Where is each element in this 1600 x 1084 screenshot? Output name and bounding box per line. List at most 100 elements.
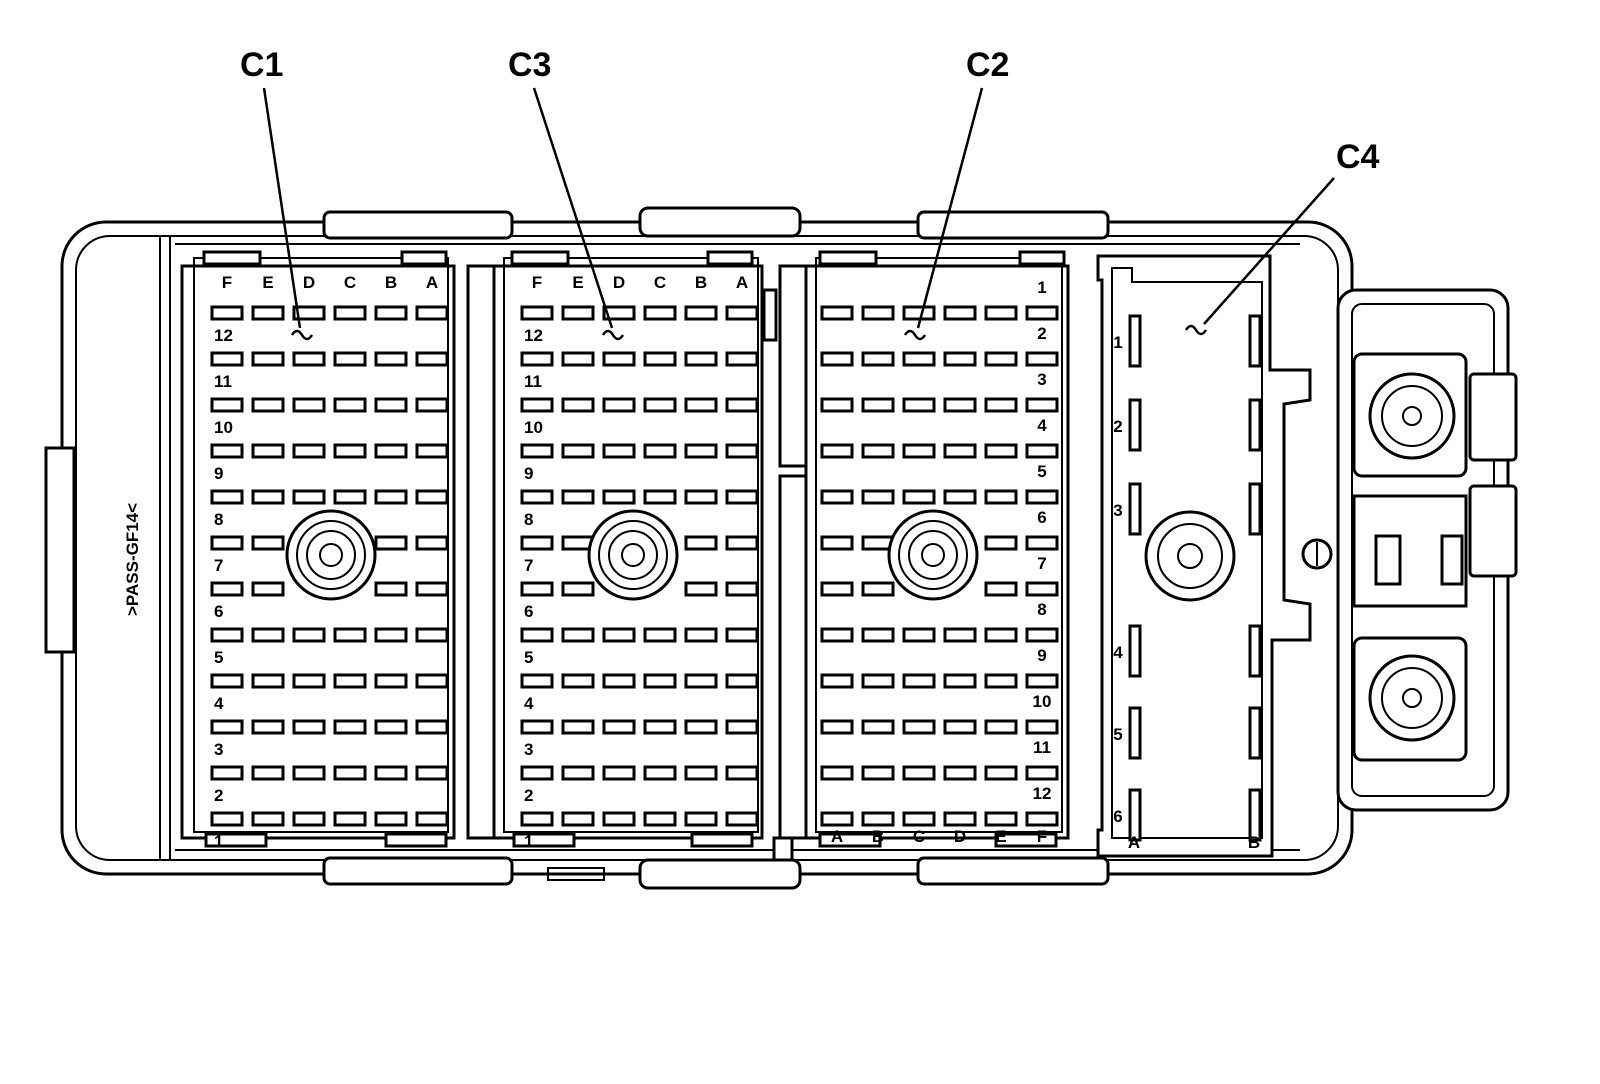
terminal-slot	[943, 397, 977, 413]
terminal-slot	[861, 397, 895, 413]
terminal-slot	[643, 811, 677, 827]
terminal-slot	[251, 535, 285, 551]
terminal-slot	[561, 489, 595, 505]
terminal-slot	[415, 535, 449, 551]
c3-row-label: 10	[524, 418, 543, 437]
terminal-slot	[820, 811, 854, 827]
terminal-slot	[984, 719, 1018, 735]
terminal-slot	[1128, 398, 1142, 452]
c2-center-stud-icon	[887, 509, 979, 601]
c1-row-label: 8	[214, 510, 223, 529]
terminal-slot	[725, 351, 759, 367]
terminal-slot	[602, 351, 636, 367]
terminal-slot	[1128, 788, 1142, 842]
c2-callout-tilde	[903, 329, 927, 341]
terminal-slot	[333, 719, 367, 735]
terminal-slot	[1025, 673, 1059, 689]
c3-col-label: E	[572, 273, 583, 292]
callout-c3: C3	[508, 46, 551, 84]
terminal-slot	[684, 489, 718, 505]
terminal-slot	[725, 535, 759, 551]
c2-row-label: 3	[1037, 370, 1046, 389]
terminal-slot	[292, 397, 326, 413]
terminal-slot	[861, 673, 895, 689]
c3-row-label: 1	[524, 832, 533, 851]
terminal-slot	[520, 627, 554, 643]
terminal-slot	[374, 397, 408, 413]
bottom-tab-3	[916, 856, 1110, 886]
terminal-slot	[520, 719, 554, 735]
terminal-slot	[210, 305, 244, 321]
terminal-slot	[902, 719, 936, 735]
terminal-slot	[251, 719, 285, 735]
terminal-slot	[374, 581, 408, 597]
c2-row-label: 8	[1037, 600, 1046, 619]
terminal-slot	[820, 443, 854, 459]
terminal-slot	[251, 765, 285, 781]
terminal-slot	[333, 443, 367, 459]
terminal-slot	[1248, 624, 1262, 678]
c2-col-label: B	[872, 827, 884, 846]
c3-row-label: 6	[524, 602, 533, 621]
terminal-slot	[251, 489, 285, 505]
upper-stud-icon	[1368, 372, 1456, 460]
terminal-slot	[520, 351, 554, 367]
screw-icon	[1301, 538, 1333, 570]
c1-col-label: F	[222, 273, 232, 292]
terminal-slot	[1025, 535, 1059, 551]
terminal-slot	[684, 581, 718, 597]
terminal-slot	[1248, 788, 1262, 842]
terminal-slot	[415, 443, 449, 459]
terminal-slot	[725, 397, 759, 413]
callouts: C1 C3 C2 C4	[240, 46, 1380, 329]
terminal-slot	[520, 305, 554, 321]
c1-row-label: 2	[214, 786, 223, 805]
terminal-slot	[725, 489, 759, 505]
c1-row-label: 3	[214, 740, 223, 759]
c1-row-label: 9	[214, 464, 223, 483]
terminal-slot	[643, 673, 677, 689]
terminal-slot	[374, 673, 408, 689]
terminal-slot	[684, 535, 718, 551]
terminal-slot	[1025, 397, 1059, 413]
terminal-slot	[333, 811, 367, 827]
terminal-slot	[602, 489, 636, 505]
c1-col-label: B	[385, 273, 397, 292]
terminal-slot	[984, 673, 1018, 689]
terminal-slot	[561, 719, 595, 735]
terminal-slot	[1128, 706, 1142, 760]
terminal-slot	[561, 673, 595, 689]
terminal-slot	[333, 305, 367, 321]
c1-row-label: 6	[214, 602, 223, 621]
terminal-slot	[820, 351, 854, 367]
terminal-slot	[861, 719, 895, 735]
terminal-slot	[333, 351, 367, 367]
c2-row-label: 5	[1037, 462, 1046, 481]
terminal-slot	[643, 305, 677, 321]
terminal-slot	[1025, 443, 1059, 459]
terminal-slot	[1128, 482, 1142, 536]
terminal-slot	[374, 765, 408, 781]
terminal-slot	[861, 811, 895, 827]
terminal-slot	[333, 627, 367, 643]
terminal-slot	[210, 581, 244, 597]
terminal-slot	[374, 627, 408, 643]
terminal-slot	[902, 305, 936, 321]
c3-row-label: 11	[524, 372, 542, 391]
terminal-slot	[684, 765, 718, 781]
terminal-slot	[943, 305, 977, 321]
c1-col-label: D	[303, 273, 315, 292]
bottom-tab-2	[638, 858, 802, 890]
terminal-slot	[820, 581, 854, 597]
callout-c1: C1	[240, 46, 283, 84]
terminal-slot	[943, 719, 977, 735]
terminal-slot	[415, 397, 449, 413]
top-tab-2	[638, 206, 802, 238]
terminal-slot	[520, 581, 554, 597]
terminal-slot	[251, 581, 285, 597]
c3-col-label: C	[654, 273, 666, 292]
terminal-slot	[602, 443, 636, 459]
terminal-slot	[251, 811, 285, 827]
terminal-slot	[1025, 305, 1059, 321]
terminal-slot	[561, 351, 595, 367]
